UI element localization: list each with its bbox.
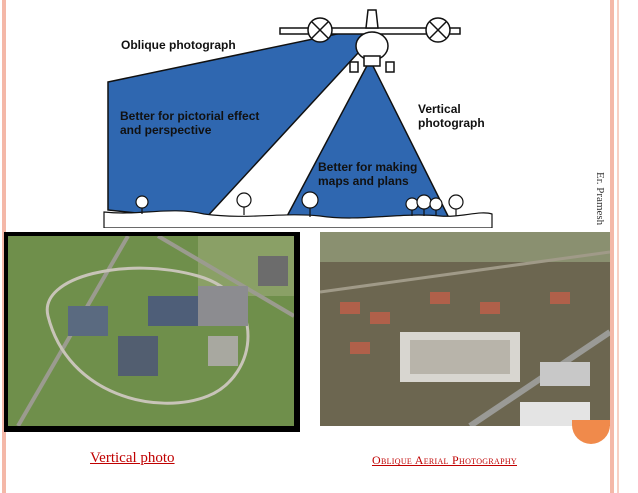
tree-1 [135,195,149,214]
vertical-photo-image [8,236,294,426]
aerial-photography-diagram [100,0,500,228]
vertical-photo-caption: Vertical photo [90,450,175,466]
oblique-photo-caption: Oblique Aerial Photography [372,453,517,467]
oblique-photograph-label: Oblique photograph [121,38,236,52]
orange-accent-circle [572,420,610,444]
right-accent-bar [610,0,614,493]
airplane-icon [279,9,461,73]
author-label: Er. Pramesh [594,172,606,226]
maps-plans-label: Better for making maps and plans [318,160,418,188]
side-author-text: Er. Pramesh [592,172,606,232]
vertical-photograph-label: Vertical photograph [418,102,485,130]
pictorial-effect-label: Better for pictorial effect and perspect… [120,109,260,137]
diagram-svg [103,9,493,228]
vertical-aerial-photo [4,232,300,432]
ground-line [103,210,493,228]
tree-2 [236,192,252,215]
tree-3 [301,191,319,217]
oblique-photo-svg [320,232,610,426]
right-accent-bar-thin [617,0,619,493]
vertical-photo-svg [8,236,294,426]
tree-cluster [405,194,464,216]
oblique-aerial-photo [320,232,610,426]
